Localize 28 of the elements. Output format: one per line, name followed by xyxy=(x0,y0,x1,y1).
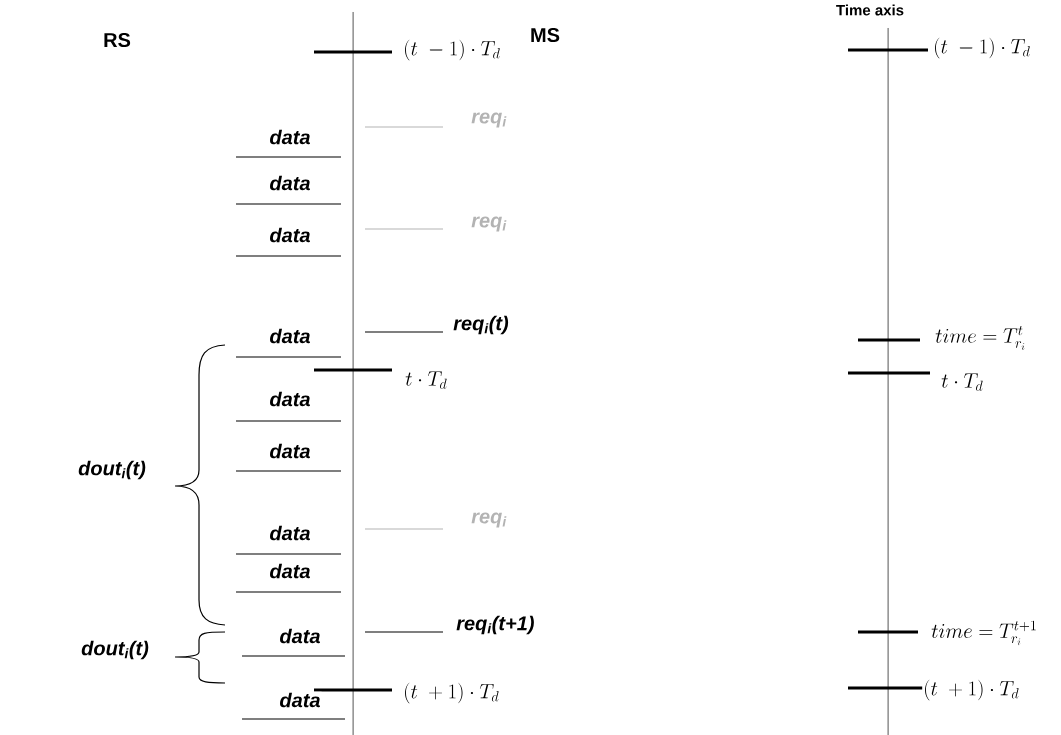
time-label: $(t\ +1)\cdot T_{d}$ xyxy=(402,681,501,705)
slot-label: data xyxy=(268,562,312,580)
time-label: $time=T_{r_{i}}^{t}$ xyxy=(934,325,1027,351)
slot-label: req$_{i}$(t) xyxy=(452,314,510,336)
time-label: $t\cdot T_{d}$ xyxy=(404,370,449,390)
slot-label: data xyxy=(268,174,312,192)
request-label: req$_{i}$ xyxy=(470,511,508,529)
time-label: $(t\ -1)\cdot T_{d}$ xyxy=(402,38,502,62)
column-title: MS xyxy=(529,26,561,44)
slot-label: data xyxy=(268,524,312,542)
slot-label: data xyxy=(268,327,312,345)
request-label: req$_{i}$ xyxy=(470,215,508,233)
slot-label: data xyxy=(268,442,312,460)
time-label: $t\cdot T_{d}$ xyxy=(940,372,985,392)
column-title: RS xyxy=(102,31,132,49)
slot-label: dout$_{i}$(t) xyxy=(80,639,150,661)
axis-title: Time axis xyxy=(834,3,906,17)
slot-label: dout$_{i}$(t) xyxy=(77,459,147,481)
slot-label: data xyxy=(278,627,322,645)
slot-label: data xyxy=(268,226,312,244)
time-label: $(t\ +1)\cdot T_{d}$ xyxy=(922,678,1021,702)
slot-label: data xyxy=(268,128,312,146)
time-label: $time=T_{r_{i}}^{t+1}$ xyxy=(930,619,1039,647)
slot-label: data xyxy=(268,390,312,408)
time-label: $(t\ -1)\cdot T_{d}$ xyxy=(932,36,1032,60)
slot-label: req$_{i}$(t+1) xyxy=(455,614,536,636)
slot-label: data xyxy=(278,691,322,709)
request-label: req$_{i}$ xyxy=(470,111,508,129)
